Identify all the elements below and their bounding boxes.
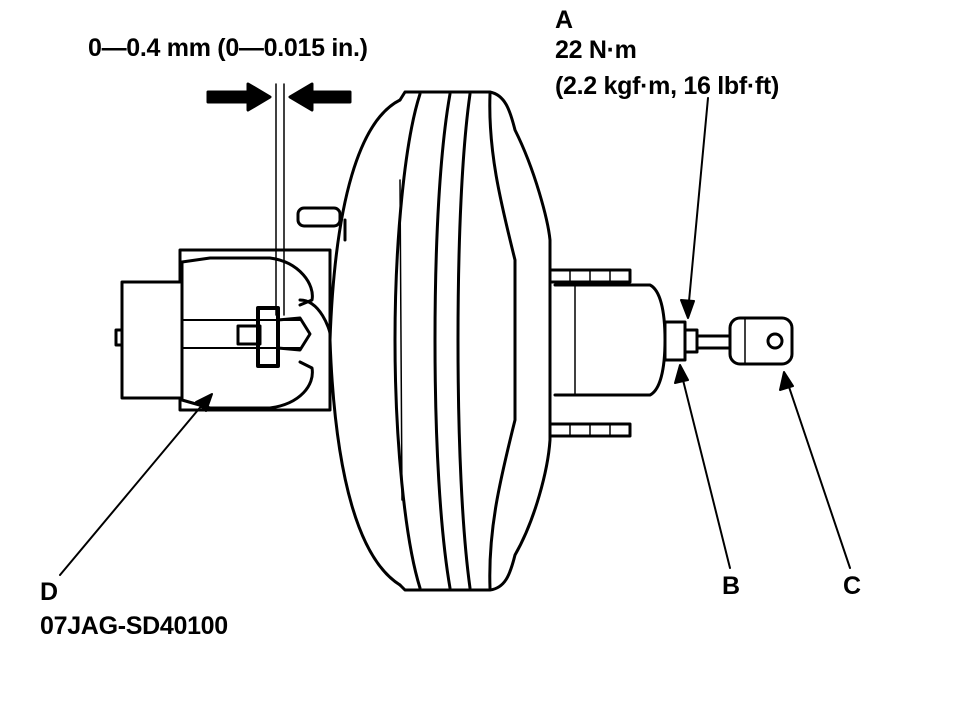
output-housing xyxy=(548,268,667,438)
clevis-c xyxy=(695,316,794,366)
booster-body xyxy=(328,90,552,592)
push-rod-gauge-tool xyxy=(114,248,332,412)
clearance-indicator xyxy=(206,82,352,316)
leader-lines xyxy=(59,97,851,576)
callout-d-letter: D xyxy=(40,578,58,606)
vacuum-nipple xyxy=(296,206,342,228)
callout-d-part-number: 07JAG-SD40100 xyxy=(40,612,228,640)
callout-b-letter: B xyxy=(722,572,740,600)
clearance-spec: 0—0.4 mm (0—0.015 in.) xyxy=(88,34,368,62)
push-rod-nut-b xyxy=(663,320,699,362)
callout-a-letter: A xyxy=(555,6,573,34)
callout-c-letter: C xyxy=(843,572,861,600)
callout-a-torque-alt: (2.2 kgf·m, 16 lbf·ft) xyxy=(555,72,779,100)
callout-a-torque: 22 N·m xyxy=(555,36,637,64)
